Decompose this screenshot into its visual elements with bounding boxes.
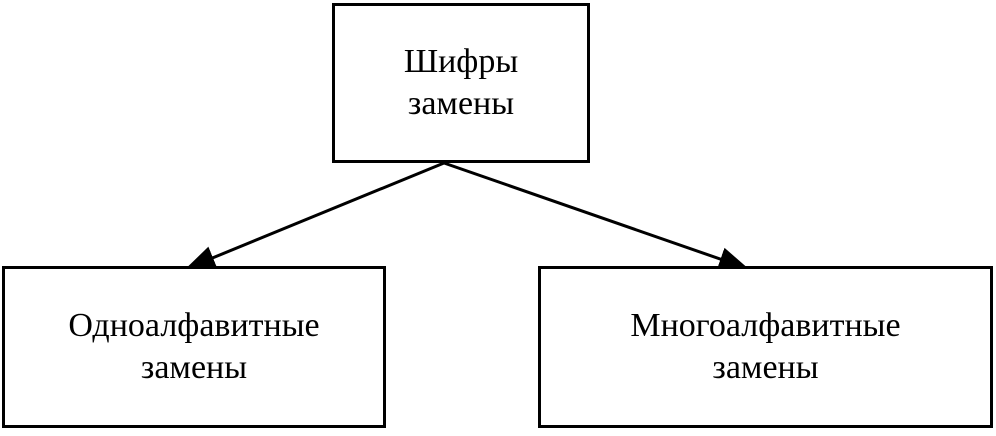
root-label-line2: замены (407, 85, 515, 122)
monoalphabetic-substitution-box: Одноалфавитные замены (2, 266, 386, 428)
substitution-ciphers-box: Шифры замены (332, 3, 590, 163)
root-label-line1: Шифры (403, 43, 519, 80)
left-label-line2: замены (140, 349, 248, 386)
arrow-to-polyalphabetic (443, 161, 749, 271)
left-label-line1: Одноалфавитные (68, 307, 320, 344)
arrow-to-monoalphabetic (185, 161, 445, 270)
right-label-line2: замены (712, 349, 819, 386)
right-label-line1: Многоалфавитные (630, 307, 901, 344)
polyalphabetic-substitution-box: Многоалфавитные замены (538, 266, 993, 428)
